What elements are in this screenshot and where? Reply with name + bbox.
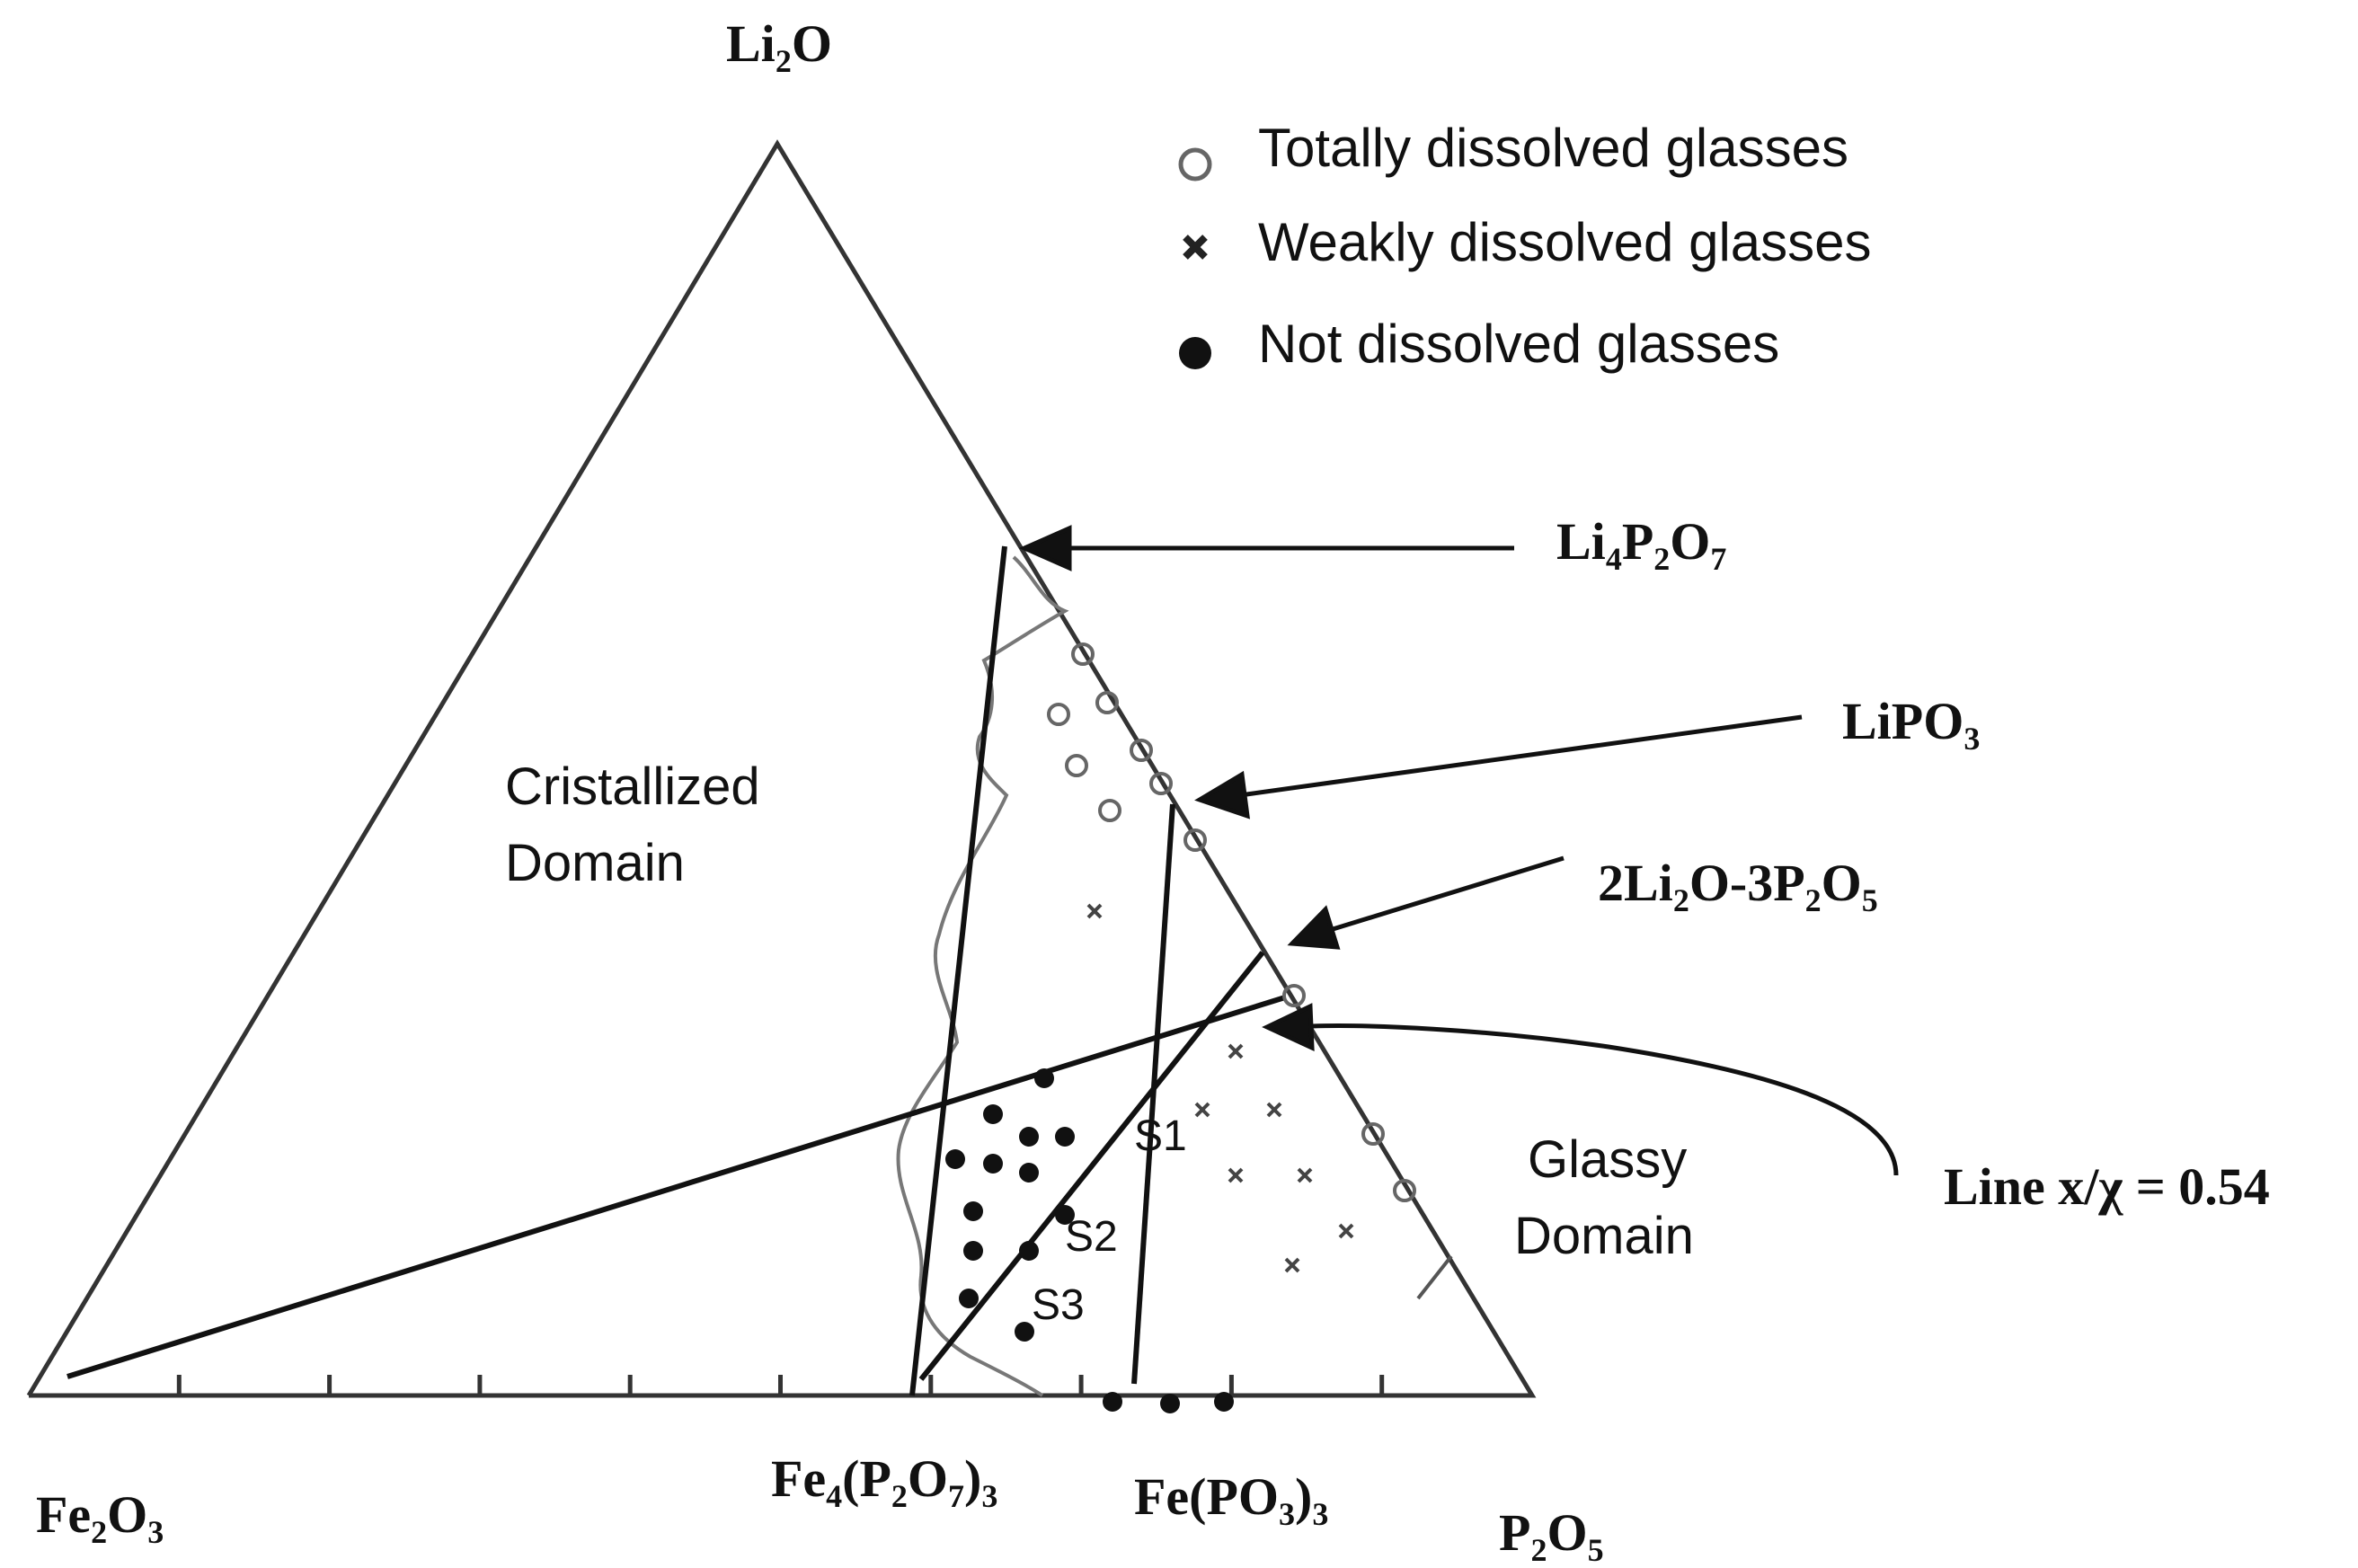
not-dissolved-point [1034,1068,1054,1088]
legend-label-weakly: Weakly dissolved glasses [1258,212,1872,272]
weakly-dissolved-point [1228,1167,1244,1183]
weakly-dissolved-point [1228,1043,1244,1059]
legend-label-not: Not dissolved glasses [1258,314,1779,374]
cristallized-domain-label: Cristallized [505,757,760,816]
not-dissolved-point [959,1289,979,1308]
not-dissolved-point [1103,1392,1122,1412]
totally-dissolved-point [1183,828,1207,852]
not-dissolved-point [1214,1392,1234,1412]
lipo3-line [1131,803,1175,1385]
label-lipo3: LiPO3 [1842,692,1980,757]
not-dissolved-point [1019,1163,1039,1183]
label-line-x-chi: Line x/χ = 0.54 [1944,1157,2270,1216]
arrow-2li2o-head [1287,905,1341,950]
annotation-arrows [1018,525,1899,1176]
vertex-label-li2o: Li2O [726,14,832,79]
x-chi-line [66,995,1286,1379]
weakly-dissolved-point [1194,1102,1210,1118]
not-dissolved-point [963,1201,983,1221]
glassy-domain-label: Glassy [1528,1130,1687,1189]
glassy-domain-label-2: Domain [1514,1207,1694,1265]
arrow-x-chi-head [1262,1003,1315,1051]
filled-circle-markers [945,1068,1234,1413]
not-dissolved-point [1019,1241,1039,1261]
arrow-lipo3-head [1194,770,1250,819]
cristallized-domain-label-2: Domain [505,834,685,892]
arrow-x-chi-curve [1311,1023,1899,1176]
glassy-pointer [1416,1254,1453,1300]
not-dissolved-point [1160,1394,1180,1413]
legend: Totally dissolved glasses Weakly dissolv… [1178,118,1872,374]
totally-dissolved-point [1130,739,1153,762]
totally-dissolved-point [1361,1122,1385,1146]
li4p2o7-line [909,545,1007,1396]
series-label-s3: S3 [1032,1281,1085,1329]
label-fe4-p2o7-3: Fe4(P2O7)3 [771,1449,997,1514]
not-dissolved-point [1055,1127,1075,1147]
totally-dissolved-point [1047,703,1070,726]
totally-dissolved-point [1282,984,1306,1007]
weakly-dissolved-point [1086,903,1103,919]
totally-dissolved-point [1065,754,1088,777]
totally-dissolved-point [1071,642,1095,666]
vertex-label-fe2o3: Fe2O3 [36,1485,164,1550]
not-dissolved-point [963,1241,983,1261]
cross-markers [1086,903,1354,1273]
weakly-dissolved-point [1266,1102,1282,1118]
legend-filled-circle-icon [1179,337,1211,369]
weakly-dissolved-point [1297,1167,1313,1183]
weakly-dissolved-point [1284,1257,1300,1273]
not-dissolved-point [945,1149,965,1169]
label-li4p2o7: Li4P2O7 [1556,512,1726,577]
legend-label-totally: Totally dissolved glasses [1258,118,1848,178]
not-dissolved-point [1019,1127,1039,1147]
label-fe-po3-3: Fe(PO3)3 [1134,1467,1328,1532]
s-series-line [918,951,1265,1381]
label-2li2o-3p2o5: 2Li2O-3P2O5 [1598,854,1878,918]
legend-open-circle-icon [1178,147,1212,182]
legend-cross-icon [1183,235,1208,260]
weakly-dissolved-point [1338,1223,1354,1239]
not-dissolved-point [983,1104,1003,1124]
vertex-label-p2o5: P2O5 [1499,1503,1604,1568]
base-ticks [176,1375,1385,1395]
arrow-lipo3-shaft [1239,714,1803,798]
arrow-li4p2o7-head [1018,525,1072,571]
not-dissolved-point [1055,1205,1075,1225]
not-dissolved-point [1015,1322,1034,1342]
series-label-s2: S2 [1065,1213,1118,1261]
construction-lines [66,545,1286,1396]
totally-dissolved-point [1095,691,1119,714]
totally-dissolved-point [1393,1179,1416,1202]
arrow-2li2o-shaft [1329,855,1565,933]
totally-dissolved-point [1149,772,1173,795]
open-circle-markers [1047,642,1416,1202]
totally-dissolved-point [1098,799,1121,822]
not-dissolved-point [983,1154,1003,1174]
series-label-s1: S1 [1134,1112,1187,1160]
